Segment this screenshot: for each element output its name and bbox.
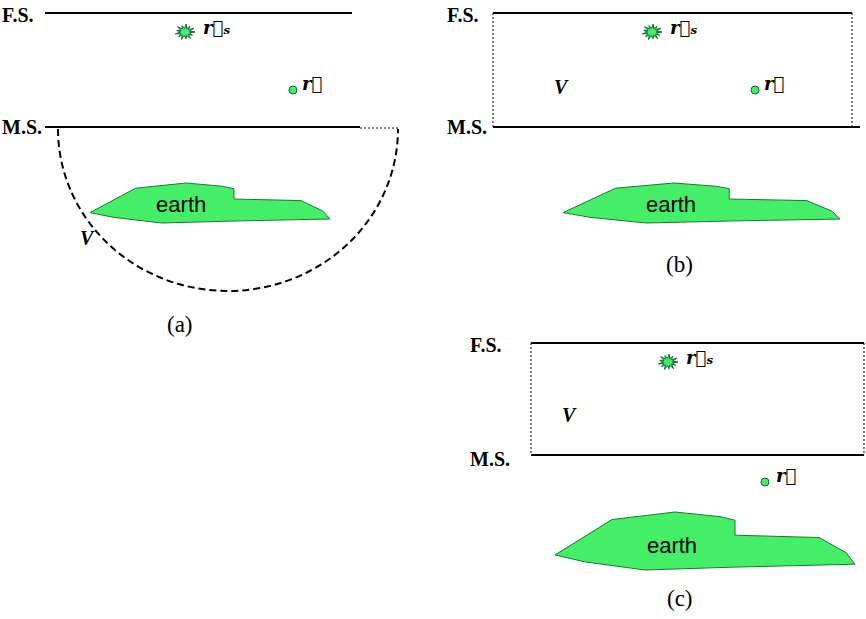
source-star (658, 354, 678, 369)
volume-label: V (554, 76, 567, 99)
surface-label: F.S. (2, 4, 34, 27)
receiver-label: r⃗ (776, 466, 796, 487)
earth-shape (555, 512, 855, 570)
volume-boundary (852, 13, 853, 127)
measurement-surface-line (45, 126, 360, 128)
earth-outline (563, 183, 840, 223)
receiver-label: r⃗ (302, 74, 322, 95)
receiver-point (751, 86, 759, 94)
surface-label: M.S. (2, 116, 42, 139)
earth-shape (90, 183, 330, 223)
source-label: r⃗ₛ (686, 348, 713, 369)
earth-region: earth (555, 512, 855, 570)
surface-label: F.S. (447, 4, 479, 27)
earth-region: earth (90, 183, 330, 223)
volume-boundary (58, 129, 398, 291)
free-surface-line (493, 12, 852, 14)
receiver-label: r⃗ (764, 74, 784, 95)
measurement-surface-line (493, 126, 860, 128)
panel-caption: (b) (666, 252, 693, 278)
source-star (175, 24, 195, 39)
surface-label: F.S. (470, 334, 502, 357)
volume-label: V (562, 404, 575, 427)
volume-boundary (493, 13, 494, 127)
earth-outline (555, 512, 855, 570)
source-star (642, 24, 662, 39)
region-label: earth (647, 534, 697, 558)
receiver-point (289, 86, 297, 94)
volume-boundary (360, 128, 398, 129)
panel-caption: (c) (667, 586, 693, 612)
surface-label: M.S. (447, 116, 487, 139)
volume-boundary (531, 343, 532, 455)
earth-outline (90, 183, 330, 223)
free-surface-line (531, 342, 864, 344)
region-label: earth (646, 193, 696, 217)
panel-caption: (a) (167, 312, 193, 338)
receiver-point (761, 478, 769, 486)
measurement-surface-line (531, 454, 864, 456)
earth-region: earth (563, 183, 840, 223)
surface-label: M.S. (470, 448, 510, 471)
volume-label: V (80, 227, 93, 250)
region-label: earth (156, 193, 206, 217)
volume-boundary (864, 343, 865, 455)
free-surface-line (45, 12, 352, 14)
earth-shape (563, 183, 840, 223)
source-label: r⃗ₛ (203, 18, 230, 39)
source-label: r⃗ₛ (670, 18, 697, 39)
